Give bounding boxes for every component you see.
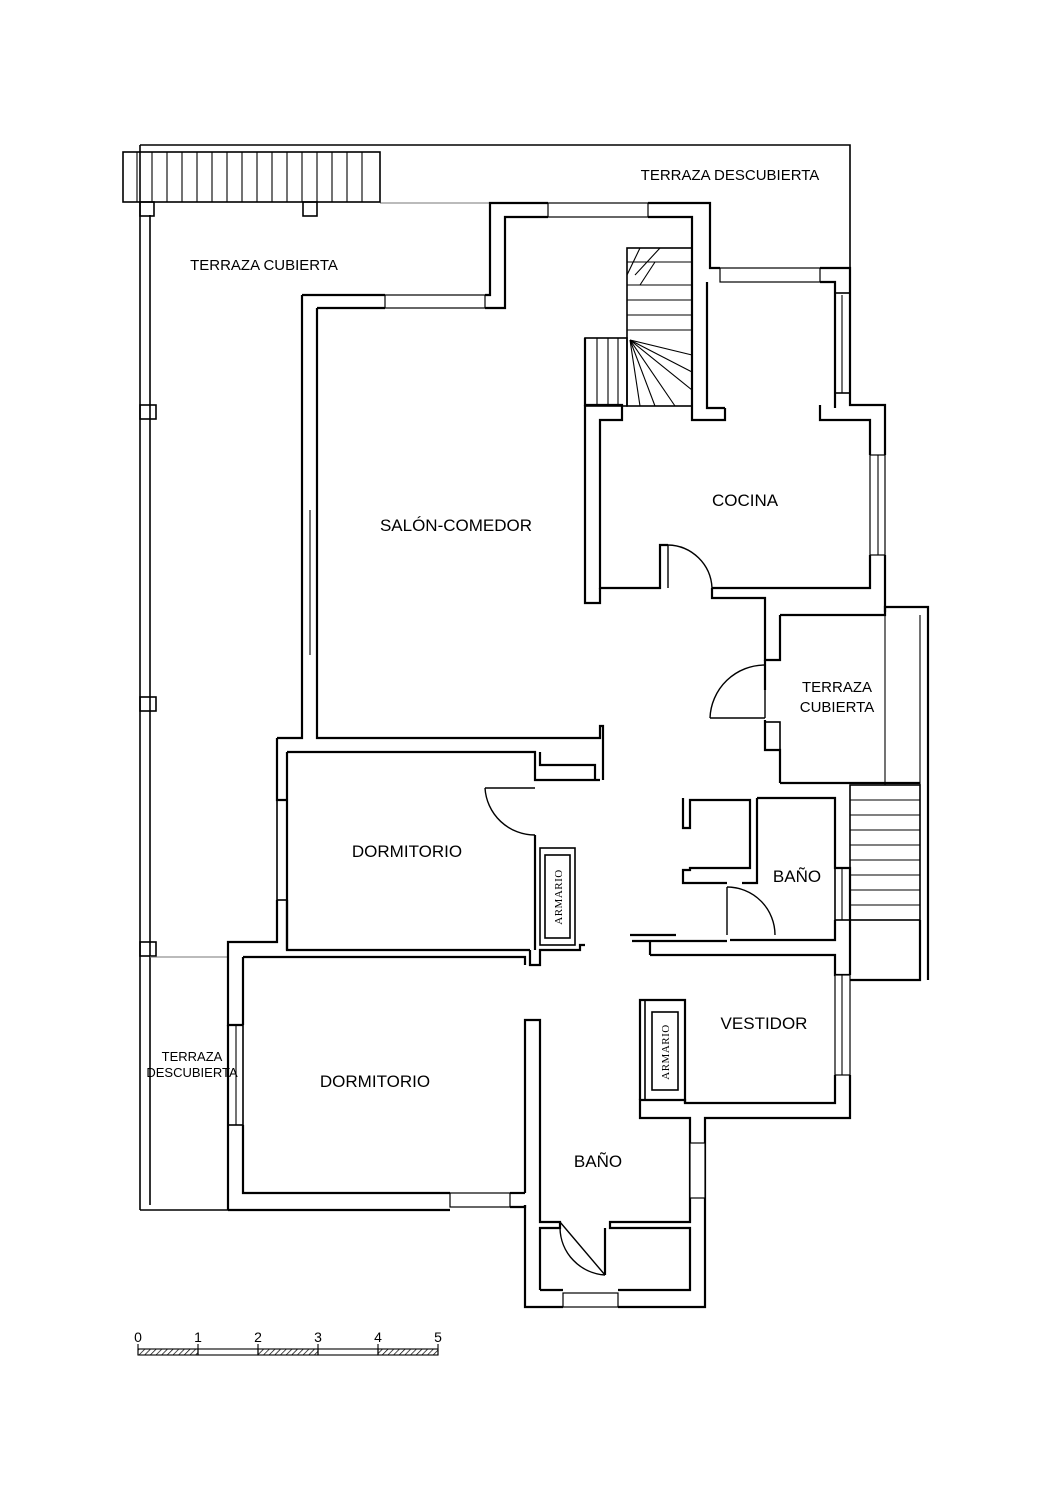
scale-segment-1-2	[197, 1348, 259, 1356]
label-terraza-cubierta-right-1: TERRAZA	[802, 679, 872, 696]
terrace-perimeter	[139, 144, 851, 1211]
scale-tick-5: 5	[434, 1329, 442, 1345]
label-terraza-descubierta-top: TERRAZA DESCUBIERTA	[641, 167, 820, 184]
label-terraza-descubierta-left-2: DESCUBIERTA	[146, 1065, 238, 1080]
label-bano-1: BAÑO	[773, 867, 821, 886]
label-armario-2: ARMARIO	[660, 1024, 672, 1079]
scale-segment-4-5	[377, 1348, 439, 1356]
label-dormitorio-1: DORMITORIO	[352, 842, 462, 861]
house-walls	[226, 201, 930, 1309]
room-labels: TERRAZA DESCUBIERTA TERRAZA CUBIERTA SAL…	[146, 167, 874, 1171]
central-stairs	[584, 247, 693, 407]
scale-tick-0: 0	[134, 1329, 142, 1345]
label-armario-1: ARMARIO	[553, 869, 565, 924]
label-vestidor: VESTIDOR	[721, 1014, 808, 1033]
scale-tick-2: 2	[254, 1329, 262, 1345]
label-terraza-cubierta-right-2: CUBIERTA	[800, 699, 874, 716]
scale-segment-0-1	[137, 1348, 199, 1356]
scale-tick-3: 3	[314, 1329, 322, 1345]
label-terraza-descubierta-left-1: TERRAZA	[162, 1049, 223, 1064]
label-salon-comedor: SALÓN-COMEDOR	[380, 516, 532, 535]
top-stairs	[122, 151, 381, 217]
scale-segment-2-3	[257, 1348, 319, 1356]
label-dormitorio-2: DORMITORIO	[320, 1072, 430, 1091]
label-bano-2: BAÑO	[574, 1152, 622, 1171]
scale-segment-3-4	[317, 1348, 379, 1356]
label-terraza-cubierta-top: TERRAZA CUBIERTA	[190, 257, 338, 274]
scale-bar: 0 1 2 3 4 5	[134, 1329, 442, 1356]
scale-tick-4: 4	[374, 1329, 382, 1345]
label-cocina: COCINA	[712, 491, 779, 510]
door-swings	[484, 544, 776, 1276]
scale-tick-1: 1	[194, 1329, 202, 1345]
